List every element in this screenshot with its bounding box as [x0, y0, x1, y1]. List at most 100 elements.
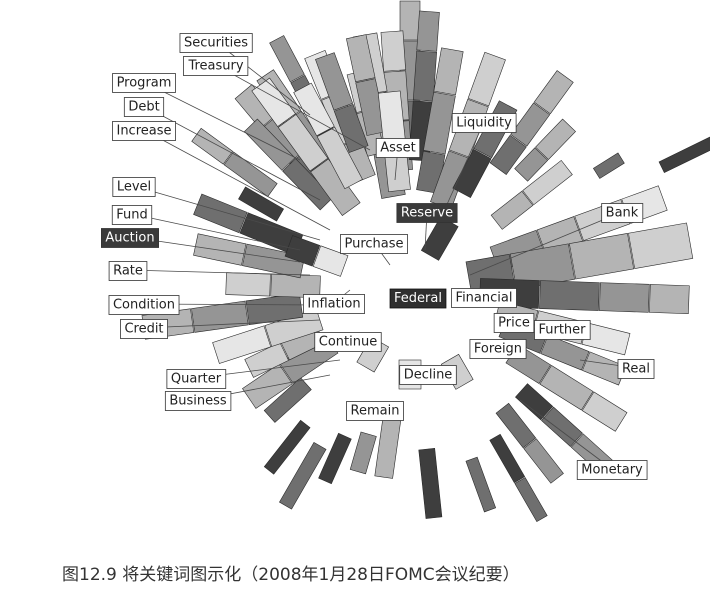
- keyword-label-box: [469, 339, 527, 359]
- spoke-bar-segment: [225, 272, 271, 297]
- spoke-bar-segment: [535, 118, 576, 161]
- label-leader-line: [133, 185, 321, 241]
- label-leader-line: [143, 319, 321, 329]
- keyword-label-box: [112, 73, 176, 93]
- keyword-label-text: Foreign: [474, 342, 522, 357]
- keyword-label: Inflation: [303, 294, 365, 314]
- keyword-label-text: Continue: [319, 335, 377, 350]
- label-leader-line: [143, 129, 331, 231]
- keyword-label-box: [396, 203, 458, 223]
- spoke-bar-segment: [191, 300, 249, 333]
- keyword-label: Rate: [108, 261, 148, 281]
- keyword-label-text: Quarter: [171, 372, 222, 387]
- keyword-label-text: Inflation: [307, 297, 360, 312]
- radial-spokes: [141, 0, 710, 523]
- figure-caption: 图12.9 将关键词图示化（2008年1月28日FOMC会议纪要）: [62, 565, 520, 585]
- keyword-label: Treasury: [183, 56, 249, 76]
- keyword-label: Decline: [399, 365, 457, 385]
- keyword-label-box: [179, 33, 253, 53]
- spoke-bar-segment: [569, 233, 635, 280]
- keyword-label: Bank: [601, 203, 644, 223]
- keyword-label-text: Price: [498, 316, 530, 331]
- keyword-label-box: [120, 319, 168, 339]
- keyword-label-text: Monetary: [581, 463, 643, 478]
- spoke-bar-segment: [533, 70, 574, 115]
- keyword-label-box: [108, 261, 148, 281]
- spoke-bar-segment: [514, 477, 548, 523]
- label-leader-line: [127, 269, 311, 276]
- spoke-bar-segment: [495, 402, 537, 449]
- keyword-label-text: Purchase: [344, 237, 403, 252]
- spoke-bar-segment: [489, 433, 526, 484]
- spoke-bar-segment: [541, 406, 583, 447]
- spoke-bar-segment: [418, 447, 443, 519]
- spoke-bar-segment: [312, 245, 349, 277]
- keyword-label: Condition: [108, 295, 180, 315]
- keyword-label-box: [451, 113, 517, 133]
- keyword-label: Foreign: [469, 339, 527, 359]
- keyword-label-text: Decline: [404, 368, 453, 383]
- keyword-label-text: Fund: [116, 208, 148, 223]
- spoke-bar-segment: [489, 134, 527, 175]
- keyword-label: Further: [534, 320, 591, 340]
- spoke-bar-segment: [242, 363, 293, 409]
- spoke-bar-segment: [333, 103, 369, 153]
- spoke-bar-segment: [416, 10, 440, 52]
- spoke-bar-segment: [263, 419, 311, 475]
- label-leader-line: [215, 64, 371, 151]
- keyword-label-box: [108, 295, 180, 315]
- keyword-label: Price: [493, 313, 535, 333]
- spoke-bar-segment: [316, 126, 363, 190]
- spoke-bar-segment: [490, 190, 534, 230]
- keyword-label-box: [303, 294, 365, 314]
- spoke-bar-segment: [581, 391, 628, 432]
- spoke-bar-segment: [277, 114, 329, 172]
- keyword-label-text: Credit: [124, 322, 163, 337]
- keyword-label-text: Increase: [116, 124, 171, 139]
- spoke-bar-segment: [465, 456, 497, 513]
- spoke-bar-segment: [346, 34, 376, 83]
- keyword-label-text: Debt: [128, 100, 159, 115]
- spoke-bar-segment: [523, 438, 564, 484]
- spoke-bar-segment: [212, 325, 272, 364]
- keyword-label: Continue: [314, 332, 382, 352]
- keyword-label: Financial: [451, 288, 517, 308]
- center-label-text: Federal: [394, 291, 442, 306]
- keyword-label-box: [601, 203, 644, 223]
- keyword-label: Remain: [346, 401, 404, 421]
- keyword-label-box: [183, 56, 249, 76]
- keyword-label-text: Asset: [380, 141, 416, 156]
- keyword-label: Securities: [179, 33, 253, 53]
- spoke-bar-segment: [193, 233, 247, 266]
- keyword-label-text: Liquidity: [456, 116, 512, 131]
- spoke-bar-segment: [315, 52, 354, 111]
- keyword-label-text: Condition: [113, 298, 175, 313]
- keyword-label: Fund: [111, 205, 153, 225]
- spoke-bar-segment: [420, 216, 459, 261]
- keyword-label: Credit: [120, 319, 168, 339]
- spoke-bar-segment: [649, 284, 690, 315]
- keyword-label-text: Program: [117, 76, 172, 91]
- keyword-label: Purchase: [340, 234, 408, 254]
- keyword-label-box: [314, 332, 382, 352]
- keyword-label: Debt: [123, 97, 165, 117]
- spoke-bar-segment: [380, 30, 406, 72]
- keyword-label-text: Further: [538, 323, 586, 338]
- keyword-label-box: [101, 228, 159, 248]
- spoke-bar-segment: [599, 282, 650, 313]
- spoke-bar-segment: [423, 91, 456, 155]
- keyword-labels: SecuritiesTreasuryProgramDebtIncreaseLev…: [101, 33, 655, 480]
- spoke-bar-segment: [223, 151, 278, 197]
- spoke-bar-segment: [515, 383, 554, 421]
- spoke-bar-segment: [377, 90, 406, 143]
- keyword-label-text: Bank: [606, 206, 639, 221]
- spoke-bar-segment: [318, 432, 352, 485]
- keyword-label: Auction: [101, 228, 159, 248]
- keyword-label-text: Rate: [113, 264, 143, 279]
- spoke-bar-segment: [592, 152, 625, 179]
- keyword-label: Increase: [112, 121, 176, 141]
- spoke-bar-segment: [251, 77, 296, 127]
- keyword-label-text: Business: [169, 394, 227, 409]
- keyword-label: Monetary: [576, 460, 648, 480]
- spoke-bar-segment: [349, 431, 377, 475]
